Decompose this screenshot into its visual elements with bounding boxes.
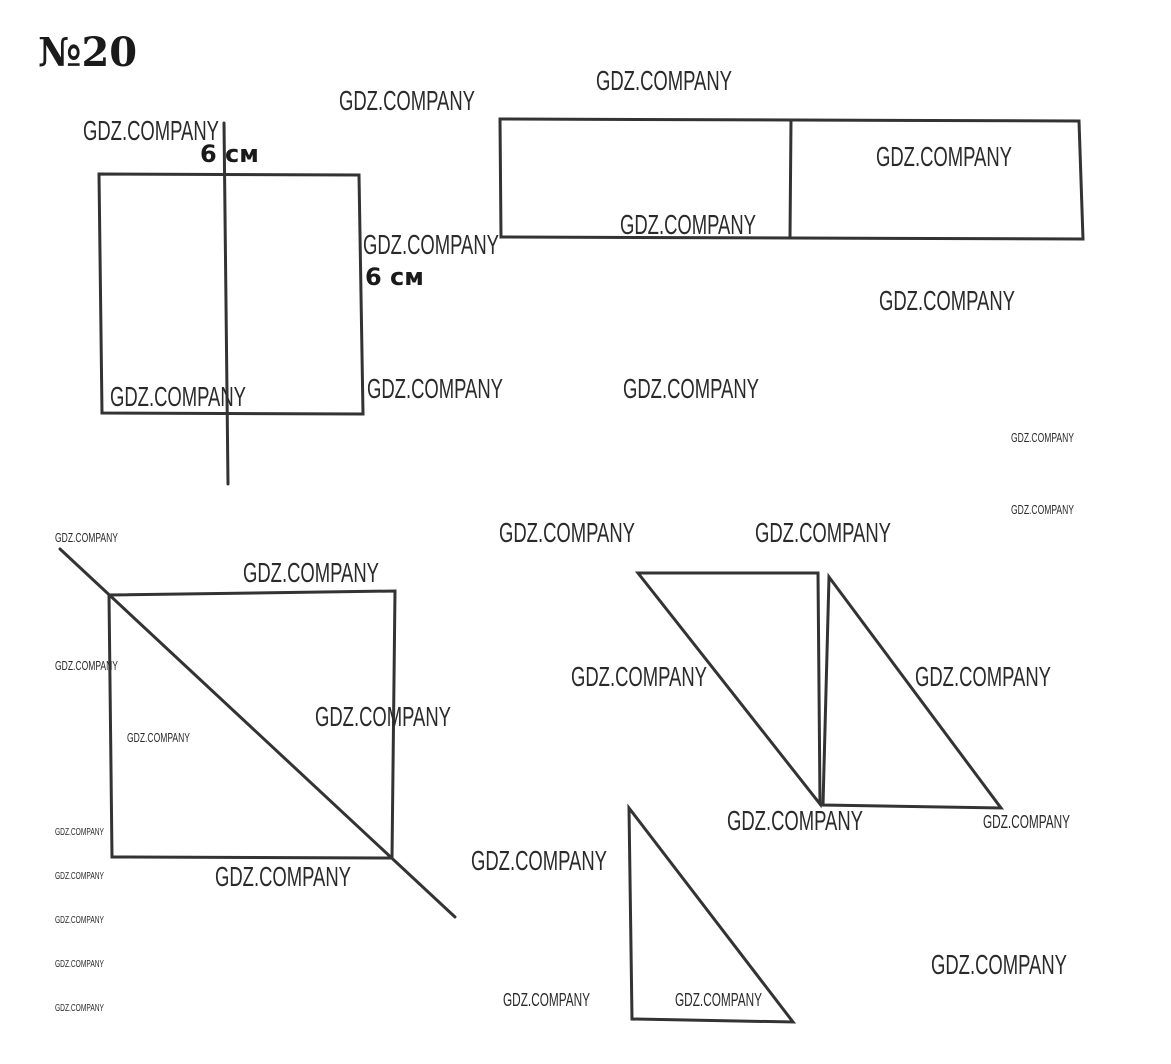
triangle-right	[821, 572, 1005, 810]
watermark-text: GDZ.COMPANY	[1011, 430, 1074, 445]
watermark-text: GDZ.COMPANY	[499, 517, 635, 548]
watermark-text: GDZ.COMPANY	[55, 827, 104, 838]
figure-single-triangle	[627, 803, 797, 1024]
watermark-text: GDZ.COMPANY	[55, 871, 104, 882]
right-triangle	[627, 803, 797, 1024]
diagonal-line	[58, 547, 457, 919]
watermark-text: GDZ.COMPANY	[675, 990, 762, 1010]
watermark-text: GDZ.COMPANY	[503, 990, 590, 1010]
triangle-left	[634, 571, 822, 809]
watermark-text: GDZ.COMPANY	[623, 373, 759, 404]
watermark-text: GDZ.COMPANY	[315, 701, 451, 732]
dimension-label-top: 6 см	[200, 140, 259, 168]
watermark-text: GDZ.COMPANY	[931, 949, 1067, 980]
watermark-text: GDZ.COMPANY	[55, 530, 118, 545]
figure-square-diagonal	[58, 547, 457, 919]
rectangle-divider-line	[788, 118, 793, 240]
watermark-text: GDZ.COMPANY	[127, 730, 190, 745]
watermark-text: GDZ.COMPANY	[620, 209, 756, 240]
watermark-text: GDZ.COMPANY	[727, 805, 863, 836]
figure-square-axis: 6 см 6 см	[97, 121, 424, 486]
watermark-text: GDZ.COMPANY	[471, 845, 607, 876]
watermark-text: GDZ.COMPANY	[367, 373, 503, 404]
watermark-text: GDZ.COMPANY	[55, 1003, 104, 1014]
watermark-text: GDZ.COMPANY	[55, 915, 104, 926]
watermark-text: GDZ.COMPANY	[596, 65, 732, 96]
dimension-label-side: 6 см	[365, 263, 424, 291]
watermark-text: GDZ.COMPANY	[55, 658, 118, 673]
rectangle-outline	[498, 117, 1085, 241]
watermark-text: GDZ.COMPANY	[339, 85, 475, 116]
figure-triangle-pair	[634, 571, 1005, 810]
figure-rectangle-split	[498, 117, 1085, 241]
watermark-text: GDZ.COMPANY	[879, 285, 1015, 316]
watermark-text: GDZ.COMPANY	[83, 115, 219, 146]
watermark-text: GDZ.COMPANY	[363, 229, 499, 260]
watermark-text: GDZ.COMPANY	[983, 812, 1070, 832]
watermark-text: GDZ.COMPANY	[243, 557, 379, 588]
vertical-axis-line	[222, 121, 230, 486]
watermark-text: GDZ.COMPANY	[571, 661, 707, 692]
watermark-text: GDZ.COMPANY	[215, 861, 351, 892]
square-outline	[97, 172, 365, 416]
watermark-text: GDZ.COMPANY	[110, 381, 246, 412]
watermark-text: GDZ.COMPANY	[1011, 502, 1074, 517]
problem-number: №20	[38, 29, 137, 76]
watermark-text: GDZ.COMPANY	[915, 661, 1051, 692]
watermark-layer: GDZ.COMPANY GDZ.COMPANY GDZ.COMPANY GDZ.COM…	[55, 65, 1074, 1014]
watermark-text: GDZ.COMPANY	[755, 517, 891, 548]
watermark-text: GDZ.COMPANY	[876, 141, 1012, 172]
watermark-text: GDZ.COMPANY	[55, 959, 104, 970]
